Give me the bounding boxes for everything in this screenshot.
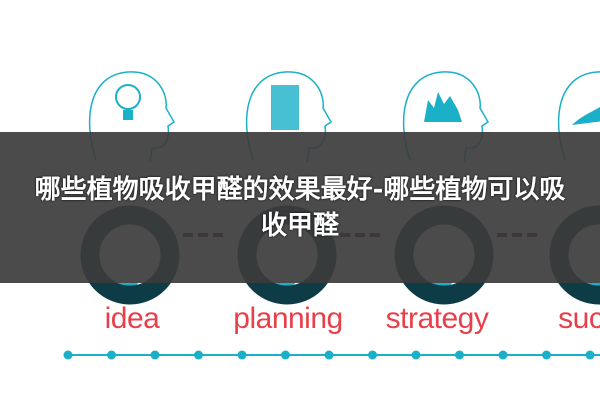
timeline-dot <box>237 350 247 360</box>
chess-pieces-icon <box>424 92 462 122</box>
lightbulb-icon-base <box>123 110 133 120</box>
page-title: 哪些植物吸收甲醛的效果最好-哪些植物可以吸收甲醛 <box>34 174 566 241</box>
timeline-dot <box>498 350 508 360</box>
stage-label-success: succ <box>558 302 600 335</box>
timeline-dot <box>194 350 203 360</box>
timeline-dot <box>281 350 290 360</box>
timeline-dot <box>542 350 551 360</box>
hand-icon <box>572 107 600 125</box>
stage-label-strategy: strategy <box>385 302 489 335</box>
timeline-dot <box>368 350 377 360</box>
stage-label-idea: idea <box>104 302 160 335</box>
stage-label-planning: planning <box>233 302 343 335</box>
timeline-dot <box>324 350 334 360</box>
timeline-dot <box>107 350 116 360</box>
timeline-dot <box>455 350 464 360</box>
title-overlay: 哪些植物吸收甲醛的效果最好-哪些植物可以吸收甲醛 <box>0 132 600 283</box>
timeline-dot <box>63 350 73 360</box>
document-chart-icon <box>271 85 299 130</box>
timeline-dot <box>585 350 595 360</box>
timeline-dot <box>150 350 160 360</box>
head-outline <box>557 71 600 161</box>
lightbulb-icon <box>115 84 141 110</box>
timeline-dot <box>411 350 421 360</box>
